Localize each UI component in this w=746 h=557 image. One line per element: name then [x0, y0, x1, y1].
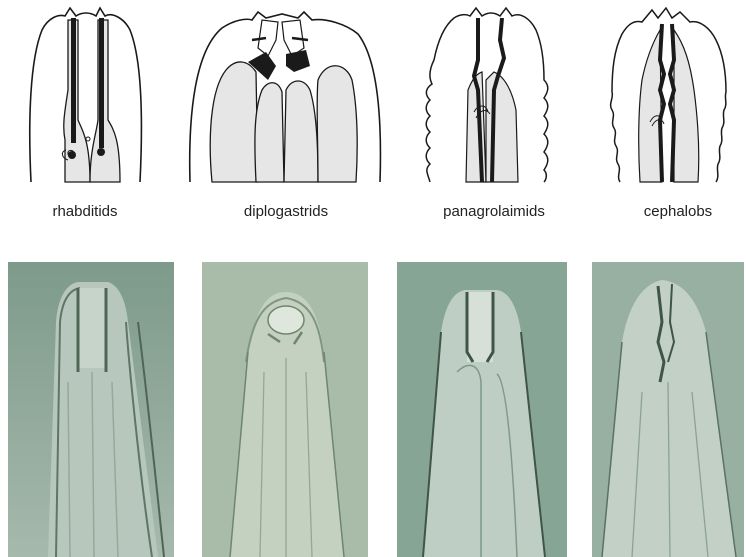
diplogastrid-head-diagram [186, 0, 386, 190]
diplogastrid-micrograph [202, 262, 368, 557]
panagrolaimid-head-diagram [420, 0, 570, 190]
cephalob-micrograph [592, 262, 744, 557]
label-cephalobs: cephalobs [588, 203, 746, 220]
cephalob-head-diagram [600, 0, 740, 190]
label-rhabditids: rhabditids [0, 203, 175, 220]
rhabditid-head-diagram [10, 0, 160, 190]
label-diplogastrids: diplogastrids [196, 203, 376, 220]
label-panagrolaimids: panagrolaimids [404, 203, 584, 220]
rhabditid-micrograph [8, 262, 174, 557]
panagrolaimid-micrograph [397, 262, 567, 557]
